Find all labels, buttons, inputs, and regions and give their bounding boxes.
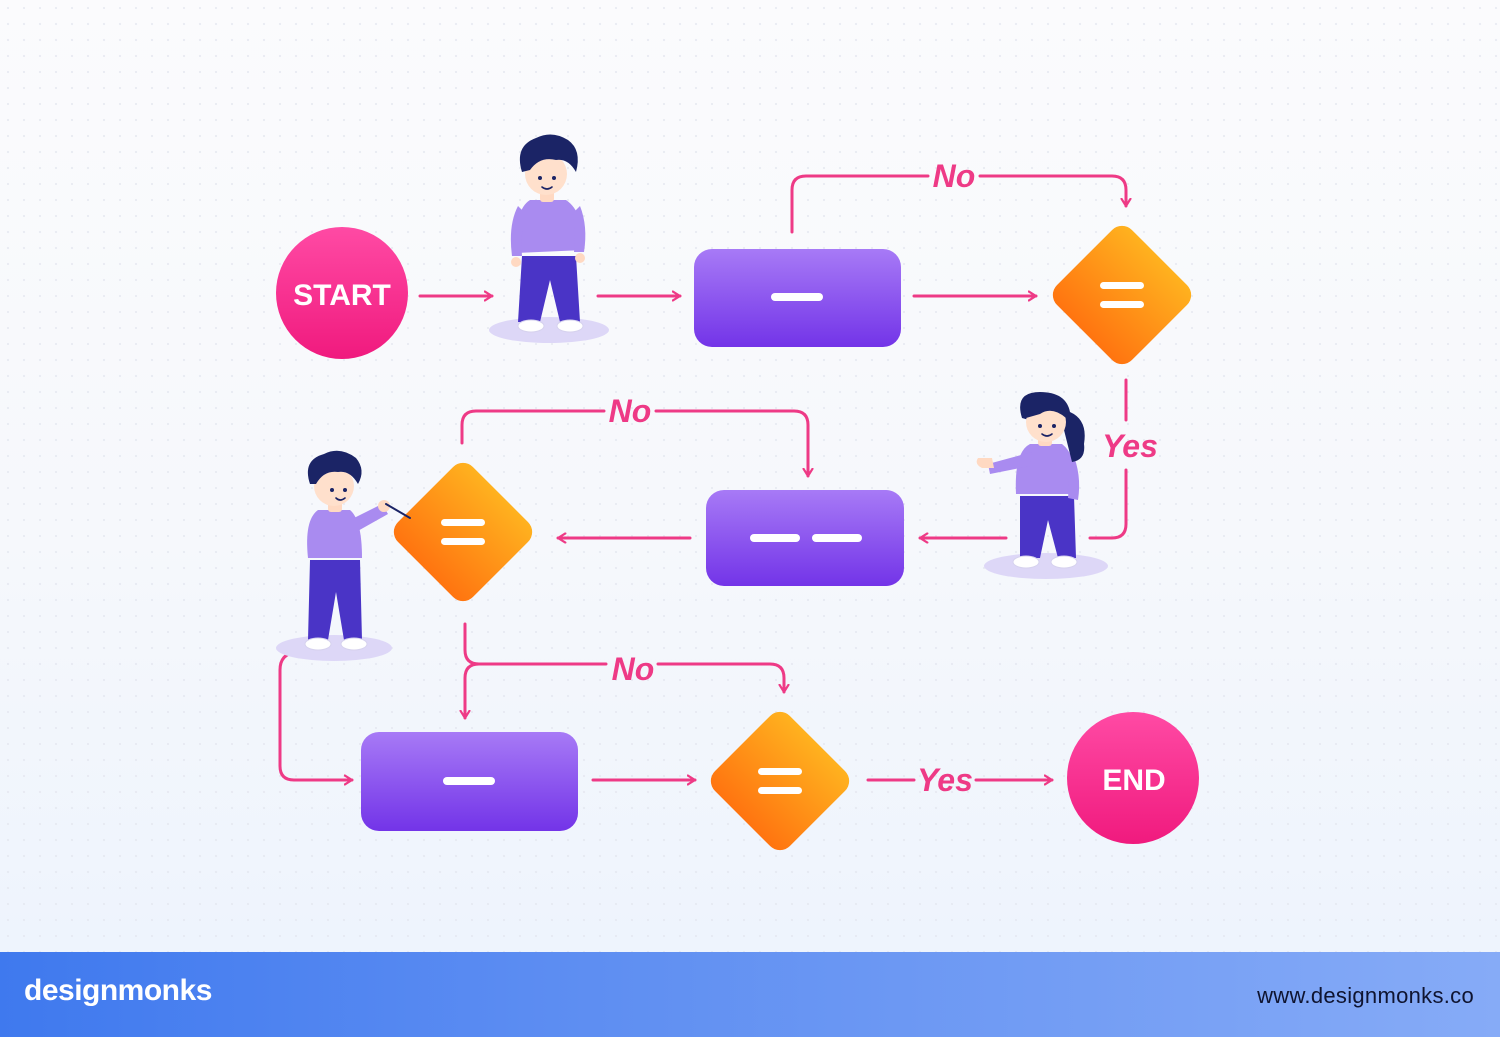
label-yes-right: Yes (1102, 428, 1158, 464)
label-no-middle: No (609, 393, 652, 429)
arrow-no-top (790, 174, 1126, 234)
decision-node-2 (393, 462, 533, 602)
arrow-decision-2-down (463, 622, 608, 666)
arrow-loop-left (278, 650, 354, 780)
label-no-bottom: No (612, 651, 655, 687)
arrow-no-middle (460, 409, 808, 476)
decision-node-1 (1052, 225, 1192, 365)
process-node-3 (361, 732, 578, 831)
person-standing-illustration (489, 134, 609, 343)
person-pointing-illustration (976, 392, 1108, 579)
start-label: START (293, 279, 391, 312)
brand-logo: designmonks (24, 974, 212, 1007)
start-node: START (276, 227, 408, 359)
end-node: END (1067, 712, 1199, 844)
flowchart: No Yes No No Yes START END (276, 134, 1199, 851)
process-node-1 (694, 249, 901, 347)
end-label: END (1102, 764, 1165, 797)
process-node-2 (706, 490, 904, 586)
decision-node-3 (710, 711, 850, 851)
website-url: www.designmonks.co (1257, 983, 1474, 1008)
person-drawing-illustration (276, 450, 411, 661)
label-yes-bottom: Yes (917, 762, 973, 798)
label-no-top: No (933, 158, 976, 194)
arrow-yes-right (1088, 378, 1128, 540)
arrow-no-bottom-right (656, 662, 784, 694)
arrow-no-bottom-left (465, 662, 481, 720)
footer-bar: designmonks www.designmonks.co (0, 952, 1500, 1037)
